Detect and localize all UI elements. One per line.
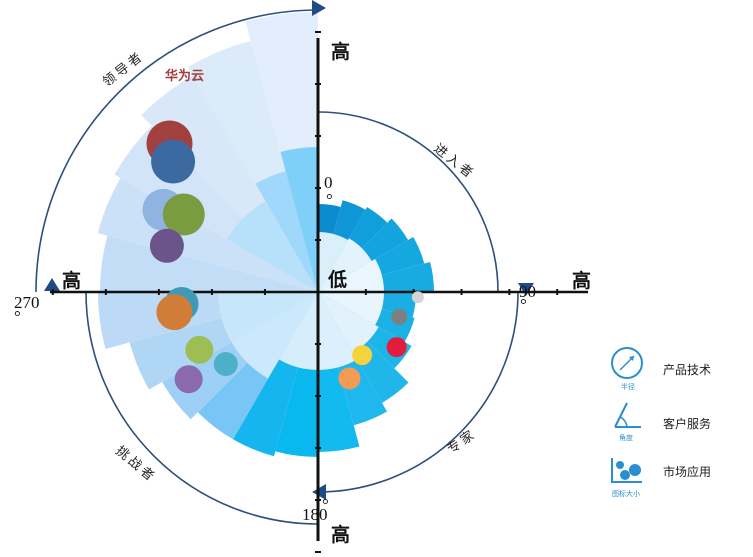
legend: 半径 产品技术 角度 客户服务 图标大小 市场应用 xyxy=(611,347,711,498)
inner-wedge-10 xyxy=(255,171,318,292)
bubble-8 xyxy=(174,365,203,394)
legend-sub-bubble: 图标大小 xyxy=(612,489,640,498)
angle-degree-270: ° xyxy=(14,307,21,326)
bubbles xyxy=(142,120,424,394)
inner-wedge-3 xyxy=(318,292,384,325)
angle-degree-90: ° xyxy=(520,295,527,314)
axis-label-center: 低 xyxy=(327,268,347,291)
bubble-4 xyxy=(149,228,184,263)
angle-label-90: 90 xyxy=(519,282,536,301)
legend-item-bubble: 图标大小 市场应用 xyxy=(611,458,711,498)
legend-label-radius: 产品技术 xyxy=(663,363,711,377)
inner-wedge-4 xyxy=(318,292,379,353)
arc-challenger xyxy=(85,291,319,525)
angle-label-270: 270 xyxy=(14,293,40,312)
legend-sub-radius: 半径 xyxy=(621,382,635,391)
legend-item-angle: 角度 客户服务 xyxy=(614,402,711,442)
bubble-size-icon xyxy=(611,458,642,483)
legend-label-bubble: 市场应用 xyxy=(663,464,711,479)
zone-label-challenger: 挑战者 xyxy=(112,444,158,486)
legend-label-angle: 客户服务 xyxy=(663,416,711,431)
axis-label-top: 高 xyxy=(331,40,350,63)
bubble-12 xyxy=(386,337,407,358)
arrow-top xyxy=(312,0,326,16)
arrow-left xyxy=(44,278,60,291)
axis-label-bottom: 高 xyxy=(331,523,350,546)
inner-wedge-1 xyxy=(318,238,372,292)
inner-wedge-11 xyxy=(280,147,318,292)
bubble-13 xyxy=(352,345,373,366)
angle-degree-180: ° xyxy=(322,495,329,514)
bubble-6 xyxy=(156,294,193,331)
angle-degree-0: ° xyxy=(326,190,333,209)
brand-label: 华为云 xyxy=(165,68,204,84)
bubble-11 xyxy=(391,308,408,325)
axis-label-right: 高 xyxy=(572,269,591,292)
inner-wedge-7 xyxy=(231,292,318,379)
bubble-3 xyxy=(162,193,205,236)
angle-label-0: 0 xyxy=(324,173,333,192)
arc-expert xyxy=(317,291,519,493)
angle-label-180: 180 xyxy=(302,505,328,524)
bubble-1 xyxy=(151,139,196,184)
inner-wedge-9 xyxy=(227,201,318,292)
inner-wedge-6 xyxy=(279,292,318,370)
legend-sub-angle: 角度 xyxy=(619,433,633,442)
legend-item-radius: 半径 产品技术 xyxy=(611,347,711,391)
arc-entrant xyxy=(317,111,499,293)
angle-icon xyxy=(614,402,641,428)
inner-wedges xyxy=(218,147,384,379)
arc-leader xyxy=(35,9,319,293)
axis-label-left: 高 xyxy=(62,269,81,292)
zone-label-entrant: 进入者 xyxy=(431,141,478,182)
bubble-10 xyxy=(411,291,424,304)
inner-wedge-8 xyxy=(218,292,318,342)
inner-wedge-0 xyxy=(318,232,348,292)
bubble-14 xyxy=(338,367,361,390)
inner-wedge-5 xyxy=(318,292,357,370)
bubble-9 xyxy=(213,352,238,377)
axes xyxy=(50,31,588,553)
bubble-7 xyxy=(185,335,214,364)
arrow-right xyxy=(518,283,534,296)
inner-wedge-2 xyxy=(318,259,384,292)
radius-icon xyxy=(611,347,643,379)
zone-label-leader: 领导者 xyxy=(100,49,147,90)
zone-arcs xyxy=(35,0,534,525)
